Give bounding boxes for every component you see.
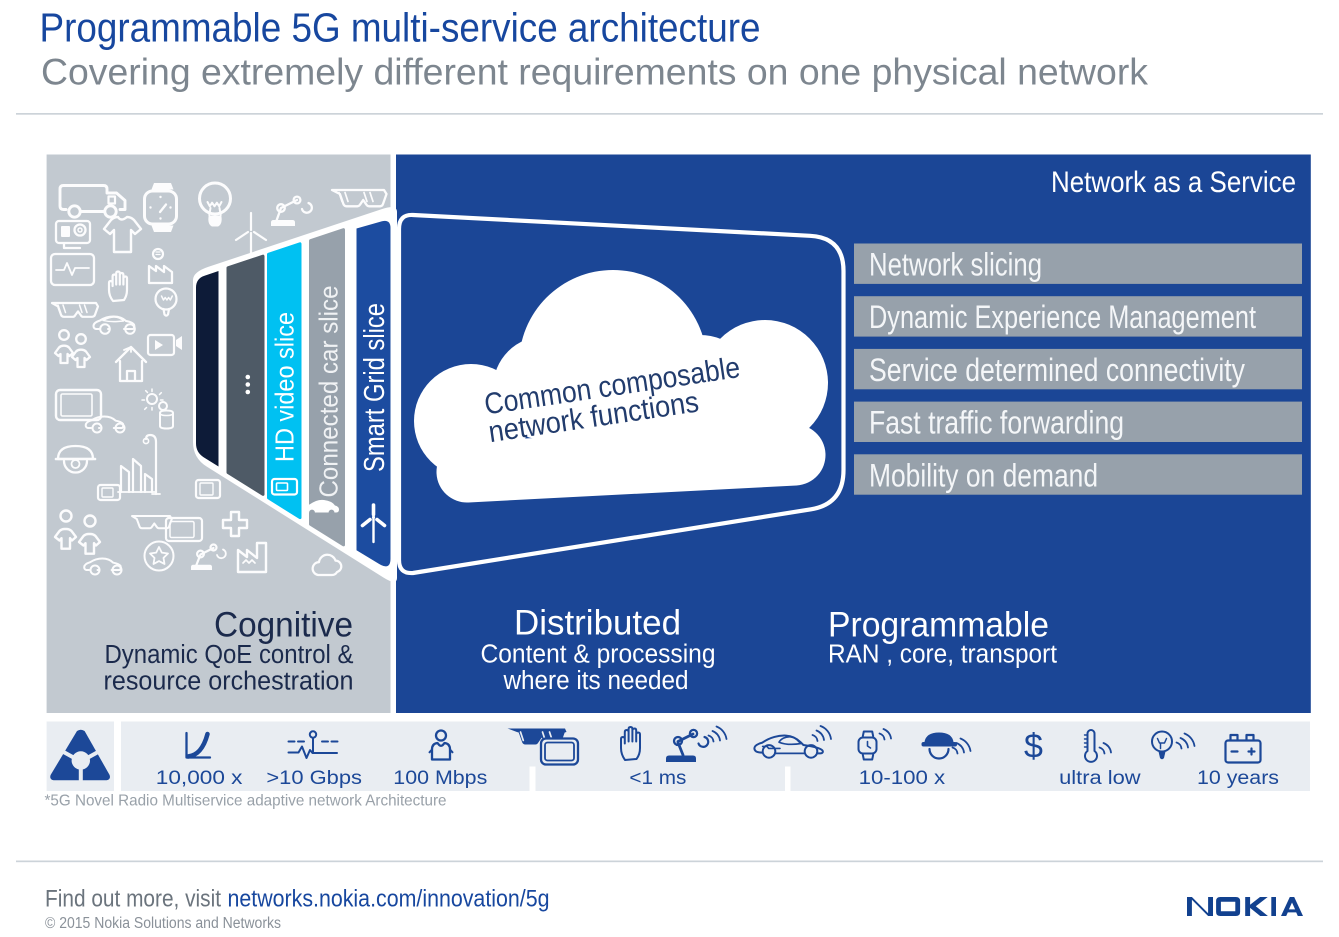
svg-text:RAN , core, transport: RAN , core, transport [828,641,1057,669]
svg-text:Covering extremely different r: Covering extremely different requirement… [41,52,1148,93]
svg-text:Connected car slice: Connected car slice [314,286,344,498]
svg-text:Dynamic Experience Management: Dynamic Experience Management [869,299,1256,335]
svg-text:Service determined connectivit: Service determined connectivity [869,352,1245,388]
svg-text:Distributed: Distributed [514,604,681,643]
svg-text:10-100 x: 10-100 x [859,768,946,789]
svg-text:10,000 x: 10,000 x [156,768,243,789]
svg-text:*5G Novel Radio Multiservice: *5G Novel Radio Multiservice adaptive ne… [45,793,447,810]
svg-text:HD video slice: HD video slice [270,312,300,462]
svg-text:Mobility on demand: Mobility on demand [869,457,1098,493]
svg-text:Programmable: Programmable [828,605,1049,644]
svg-text:networks.nokia.com/innovation/: networks.nokia.com/innovation/5g [228,886,550,913]
svg-text:<1 ms: <1 ms [629,768,686,789]
svg-text:ultra low: ultra low [1059,768,1141,789]
svg-text:Network as a Service: Network as a Service [1051,166,1296,199]
svg-text:>10 Gbps: >10 Gbps [266,768,362,789]
svg-text:Find out more, visit: Find out more, visit [45,886,221,913]
svg-text:10 years: 10 years [1197,768,1279,789]
svg-text:Fast traffic forwarding: Fast traffic forwarding [869,405,1124,441]
svg-text:Dynamic QoE control &: Dynamic QoE control & [105,641,354,669]
svg-text:Smart Grid slice: Smart Grid slice [359,303,391,472]
svg-text:where its needed: where its needed [503,667,689,695]
svg-text:Cognitive: Cognitive [214,605,353,644]
svg-text:Programmable 5G multi-service: Programmable 5G multi-service architectu… [40,5,761,51]
svg-text:resource orchestration: resource orchestration [104,668,354,696]
svg-text:Content & processing: Content & processing [481,641,716,669]
svg-text:© 2015 Nokia Solutions and Net: © 2015 Nokia Solutions and Networks [45,915,281,932]
svg-text:Network slicing: Network slicing [869,247,1042,283]
svg-text:100 Mbps: 100 Mbps [393,768,487,789]
svg-text:$: $ [1024,728,1043,766]
